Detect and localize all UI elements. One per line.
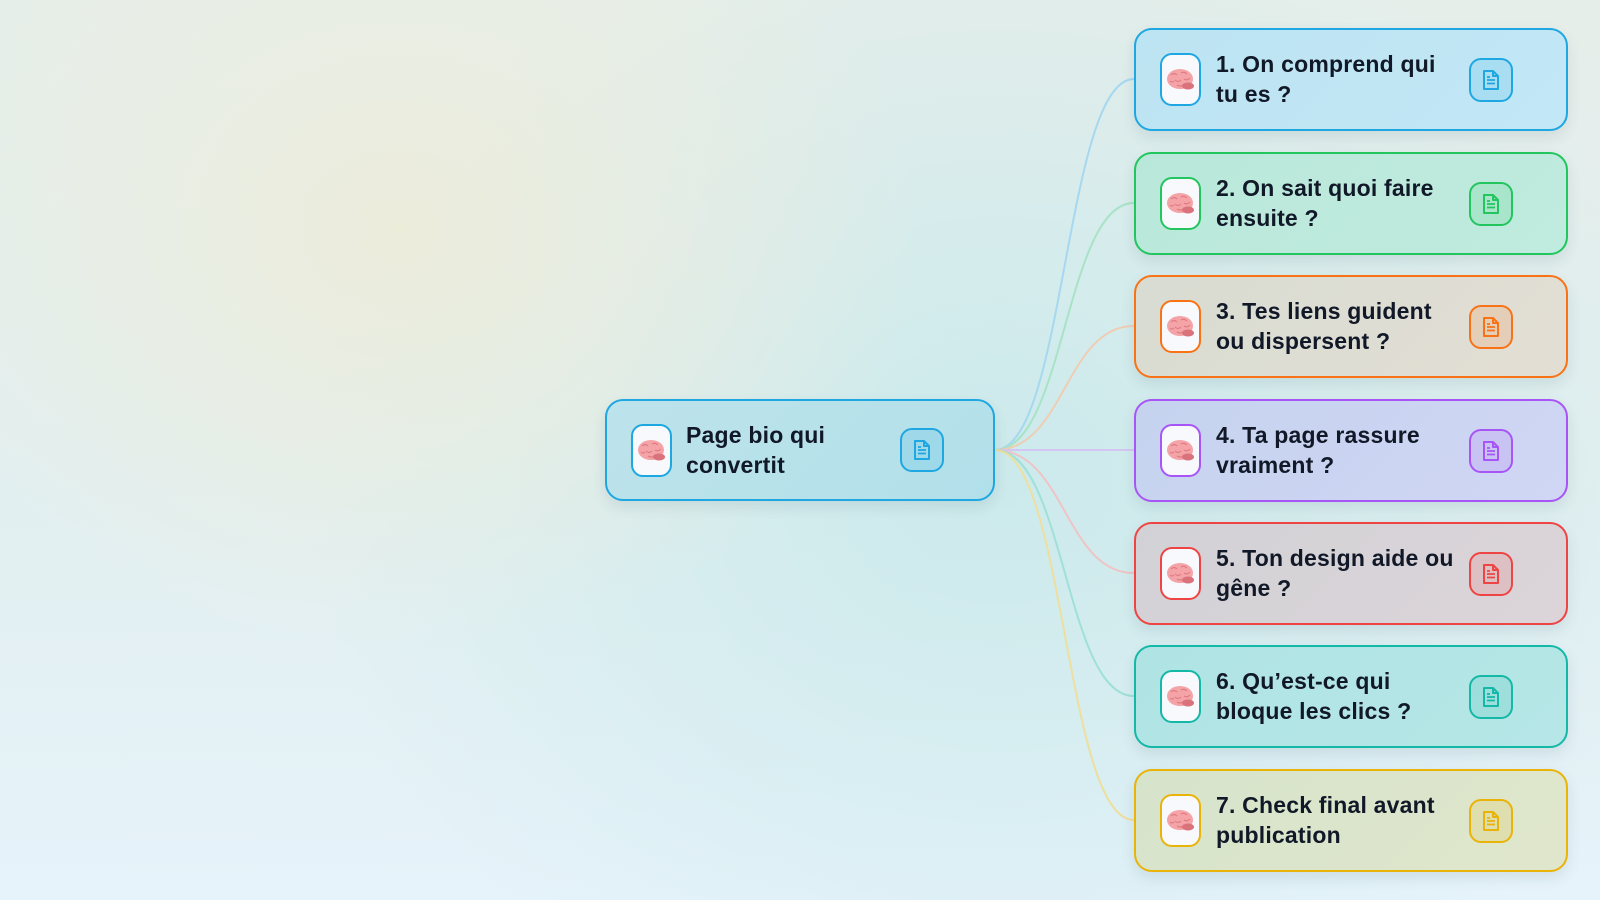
root-node[interactable]: Page bio qui convertit [605, 399, 995, 501]
root-brain-icon-box [631, 424, 672, 477]
child-node-3[interactable]: 3. Tes liens guident ou dispersent ? [1134, 275, 1568, 378]
child-node-5[interactable]: 5. Ton design aide ou gêne ? [1134, 522, 1568, 625]
brain-icon-box [1160, 53, 1201, 106]
document-icon [1483, 564, 1499, 584]
brain-icon [1166, 439, 1194, 460]
brain-icon [1166, 809, 1194, 830]
child-node-1[interactable]: 1. On comprend qui tu es ? [1134, 28, 1568, 131]
brain-icon [1166, 685, 1194, 706]
child-node-6[interactable]: 6. Qu’est-ce qui bloque les clics ? [1134, 645, 1568, 748]
child-node-label: 6. Qu’est-ce qui bloque les clics ? [1216, 668, 1412, 724]
child-node-label: 4. Ta page rassure vraiment ? [1216, 422, 1420, 478]
document-button[interactable] [1469, 305, 1513, 349]
document-icon [1483, 70, 1499, 90]
document-icon [1483, 194, 1499, 214]
document-button[interactable] [1469, 58, 1513, 102]
brain-icon-box [1160, 794, 1201, 847]
brain-icon-box [1160, 177, 1201, 230]
child-node-label: 5. Ton design aide ou gêne ? [1216, 545, 1454, 601]
connector-6 [994, 449, 1135, 697]
connector-5 [994, 449, 1135, 574]
child-node-2[interactable]: 2. On sait quoi faire ensuite ? [1134, 152, 1568, 255]
brain-icon [1166, 562, 1194, 583]
brain-icon-box [1160, 300, 1201, 353]
brain-icon [1166, 68, 1194, 89]
brain-icon-box [1160, 670, 1201, 723]
connector-2 [994, 202, 1135, 451]
document-button[interactable] [1469, 429, 1513, 473]
brain-icon [1166, 192, 1194, 213]
child-node-7[interactable]: 7. Check final avant publication [1134, 769, 1568, 872]
root-document-button[interactable] [900, 428, 944, 472]
brain-icon [637, 439, 665, 460]
document-button[interactable] [1469, 552, 1513, 596]
document-icon [1483, 441, 1499, 461]
document-button[interactable] [1469, 182, 1513, 226]
document-button[interactable] [1469, 799, 1513, 843]
brain-icon-box [1160, 547, 1201, 600]
connector-3 [994, 325, 1135, 451]
document-icon [1483, 687, 1499, 707]
child-node-label: 3. Tes liens guident ou dispersent ? [1216, 298, 1432, 354]
child-node-label: 2. On sait quoi faire ensuite ? [1216, 175, 1434, 231]
connector-1 [994, 78, 1135, 451]
child-node-4[interactable]: 4. Ta page rassure vraiment ? [1134, 399, 1568, 502]
brain-icon [1166, 315, 1194, 336]
document-icon [1483, 811, 1499, 831]
document-icon [1483, 317, 1499, 337]
connector-7 [994, 449, 1135, 821]
brain-icon-box [1160, 424, 1201, 477]
root-node-label: Page bio qui convertit [686, 422, 826, 478]
document-button[interactable] [1469, 675, 1513, 719]
document-icon [914, 440, 930, 460]
child-node-label: 1. On comprend qui tu es ? [1216, 51, 1436, 107]
child-node-label: 7. Check final avant publication [1216, 792, 1435, 848]
